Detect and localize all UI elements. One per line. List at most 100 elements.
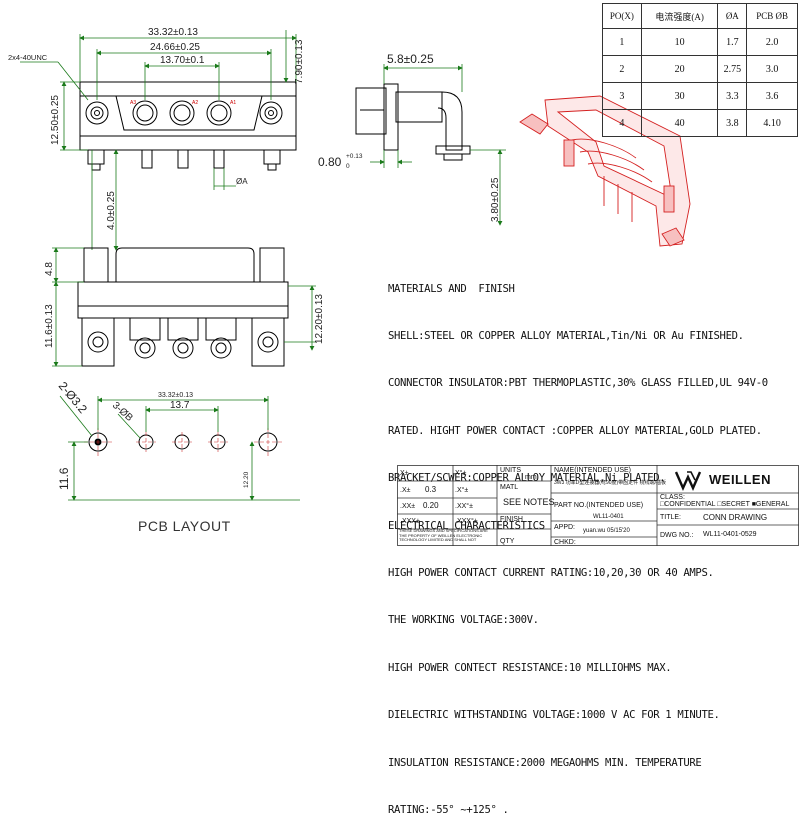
name-value: 3W3 功率D型连接器(弯90度)带固定件 绕线端/插板 [554, 480, 666, 486]
spec-table-header: PO(X) 电流强度(A) ØA PCB ØB [602, 3, 798, 29]
dim-side-offset: 0.80 [318, 155, 342, 169]
qty-label: QTY [500, 538, 515, 545]
notes-line: SHELL:STEEL OR COPPER ALLOY MATERIAL,Tin… [388, 329, 744, 342]
units-value: mm [525, 474, 537, 481]
weillen-logo-text: WEILLEN [709, 472, 771, 487]
table-cell: 3.8 [717, 109, 748, 137]
tol-x-angle-label: X°± [455, 470, 467, 477]
notes-line: CONNECTOR INSULATOR:PBT THERMOPLASTIC,30… [388, 377, 768, 390]
notes-line: DIELECTRIC WITHSTANDING VOLTAGE:1000 V A… [388, 709, 720, 722]
table-cell: 3.0 [746, 55, 798, 83]
notes-line: THE WORKING VOLTAGE:300V. [388, 614, 539, 627]
dim-side-offset-tol-zero: 0 [346, 163, 350, 170]
finish-label: FINISH [500, 516, 523, 523]
dim-pitch-outer: 24.66±0.25 [150, 42, 200, 53]
spec-header-current: 电流强度(A) [640, 3, 719, 29]
class-label: CLASS: [660, 494, 685, 501]
tol-x3-angle-label: .XXX°± [455, 518, 478, 525]
pcb-dim-height: 11.6 [57, 467, 71, 490]
notes-line: HIGH POWER CONTECT RESISTANCE:10 MILLIOH… [388, 661, 672, 674]
table-cell: 3.3 [717, 82, 748, 110]
dim-mount-height: 12.50±0.25 [50, 95, 61, 145]
contact-label-a3: A3 [130, 100, 136, 106]
table-cell: 3.6 [746, 82, 798, 110]
dim-pitch-inner: 13.70±0.1 [160, 55, 205, 66]
table-cell: 1 [602, 28, 642, 56]
dim-side-offset-tol-plus: +0.13 [346, 153, 363, 160]
dim-width-overall: 33.32±0.13 [148, 27, 198, 38]
title-label: TITLE: [660, 514, 682, 521]
front-view [77, 247, 289, 367]
table-cell: 20 [640, 55, 719, 83]
table-cell: 40 [640, 109, 719, 137]
dim-pin-length: 4.0±0.25 [106, 191, 117, 230]
units-label: UNITS [500, 467, 521, 474]
title-block: X± X°± .X± 0.3 .X°± .XX± 0.20 .XX°± .XXX… [397, 465, 799, 546]
table-row: 4 40 3.8 4.10 [602, 109, 798, 137]
table-cell: 2.75 [717, 55, 748, 83]
title-value: CONN DRAWING [703, 513, 768, 522]
weillen-logo-icon [675, 471, 702, 491]
matl-label: MATL [500, 484, 519, 491]
pcb-hole-mount-right [258, 432, 278, 452]
tol-x1-angle-label: .X°± [455, 487, 469, 494]
top-view-dimensions [20, 30, 297, 251]
contact-label-a1: A1 [230, 100, 236, 106]
spec-header-phi-a: ØA [717, 3, 748, 29]
spec-header-pcb-phi-b: PCB ØB [746, 3, 798, 29]
table-cell: 3 [602, 82, 642, 110]
side-view-dimensions [370, 64, 506, 226]
contact-label-a2: A2 [192, 100, 198, 106]
dwg-label: DWG NO.: [660, 532, 694, 539]
pcb-centerlines [84, 428, 282, 456]
front-view-dimensions [52, 247, 316, 367]
table-cell: 2 [602, 55, 642, 83]
pcb-dimensions [59, 395, 300, 501]
dwg-value: WL11-0401-0529 [703, 531, 757, 538]
part-label: PART NO.(INTENDED USE) [554, 502, 644, 509]
pcb-dim-pitch: 13.7 [170, 400, 190, 411]
notes-line: RATED. HIGHT POWER CONTACT :COPPER ALLOY… [388, 424, 762, 437]
spec-header-po: PO(X) [602, 3, 642, 29]
pcb-dim-hole-3: 3-ØB [110, 400, 135, 424]
pcb-layout-label: PCB LAYOUT [138, 518, 231, 534]
table-row: 3 30 3.3 3.6 [602, 82, 798, 110]
table-row: 2 20 2.75 3.0 [602, 55, 798, 83]
tol-x-label: X± [400, 470, 409, 477]
table-cell: 4 [602, 109, 642, 137]
matl-value: SEE NOTES [503, 497, 555, 507]
appd-value: yuan.wu 05/15'20 [583, 528, 630, 534]
side-view [355, 83, 471, 161]
tol-x3-label: .XXX± [400, 518, 420, 525]
dim-front-right: 12.20±0.13 [314, 294, 325, 344]
class-value: □CONFIDENTIAL □SECRET ■GENERAL [660, 501, 790, 508]
tol-x2-angle-label: .XX°± [455, 503, 473, 510]
dim-front-body: 11.6±0.13 [44, 304, 55, 348]
tol-x2-value: 0.20 [423, 501, 439, 510]
notes-line: HIGH POWER CONTACT CURRENT RATING:10,20,… [388, 566, 714, 579]
chkd-label: CHKD: [554, 539, 576, 546]
dim-side-depth: 5.8±0.25 [387, 52, 434, 66]
top-view [79, 81, 297, 171]
dim-front-height: 4.8 [44, 262, 55, 276]
pcb-dim-width: 33.32±0.13 [158, 392, 193, 399]
tol-x1-label: .X± [400, 487, 411, 494]
pcb-layout [88, 432, 278, 452]
name-label: NAME(INTENDED USE) [554, 467, 632, 474]
tol-x1-value: 0.3 [425, 485, 437, 494]
notes-line: INSULATION RESISTANCE:2000 MEGAOHMS MIN.… [388, 756, 702, 769]
table-cell: 2.0 [746, 28, 798, 56]
table-row: 1 10 1.7 2.0 [602, 28, 798, 56]
dim-phi-a: ØA [236, 177, 248, 186]
part-value: WL11-0401 [593, 514, 624, 520]
dim-side-tail: 3.80±0.25 [490, 177, 501, 222]
table-cell: 10 [640, 28, 719, 56]
tol-x2-label: .XX± [400, 503, 416, 510]
table-cell: 30 [640, 82, 719, 110]
notes-heading-electrical: ELECTRICAL CHARACTERISTICS [388, 519, 545, 532]
table-cell: 1.7 [717, 28, 748, 56]
dim-thread: 2x4-40UNC [8, 53, 48, 62]
appd-label: APPD: [554, 524, 576, 531]
dim-height-right: 7.90±0.13 [294, 39, 305, 84]
spec-table: PO(X) 电流强度(A) ØA PCB ØB 1 10 1.7 2.0 2 2… [602, 3, 798, 137]
